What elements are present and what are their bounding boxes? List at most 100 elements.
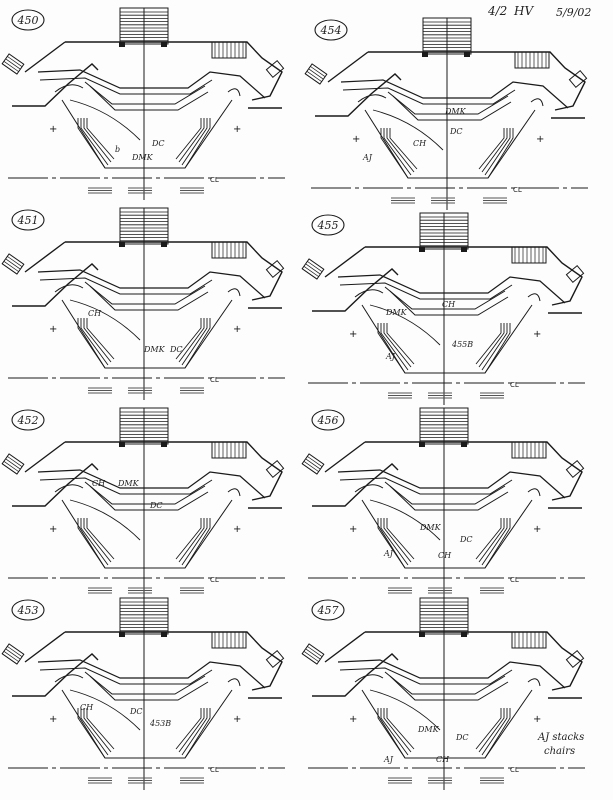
- cue-number: 452: [17, 414, 39, 427]
- blocking-note: CH: [442, 300, 456, 309]
- upper-platform: [65, 631, 283, 691]
- rake-right-band: [481, 708, 508, 756]
- stage-left-edge: [12, 653, 99, 697]
- stair-far-right: [565, 459, 585, 479]
- pit-outline: [61, 299, 233, 369]
- stair-tread: [5, 648, 21, 660]
- column-left: [119, 632, 125, 637]
- rake-right-band: [484, 518, 511, 569]
- rake-right-band: [487, 128, 514, 179]
- upper-platform: [65, 41, 283, 101]
- stair-tread: [3, 461, 19, 472]
- lower-band: [384, 671, 506, 695]
- blocking-note: DMK: [143, 345, 166, 354]
- rake-left-band: [86, 318, 115, 360]
- lower-band: [84, 81, 206, 105]
- stair-stage-right: [514, 51, 550, 69]
- stair-tread: [307, 456, 323, 467]
- stair-tread: [301, 653, 318, 665]
- upper-platform: [365, 631, 583, 691]
- column-left: [119, 42, 125, 47]
- stair-tread: [301, 463, 318, 475]
- rake-right-band: [181, 708, 208, 756]
- lower-band-inner: [89, 85, 209, 111]
- rake-left-band: [86, 118, 115, 160]
- upper-band-inner: [39, 277, 213, 295]
- stair-tread: [1, 463, 18, 475]
- blocking-note: DMK: [385, 308, 408, 317]
- stair-tread: [303, 266, 319, 277]
- plus-marker-right: +: [533, 714, 541, 725]
- stair-far-right: [265, 59, 285, 79]
- rake-right-band: [478, 323, 505, 368]
- rake-right-band: [184, 318, 211, 369]
- rake-left-band: [389, 128, 418, 170]
- left-ramp: [24, 441, 66, 473]
- rake-left-band: [380, 518, 409, 566]
- cue-number: 456: [317, 414, 339, 427]
- left-ramp: [327, 51, 369, 83]
- stair-tread: [307, 646, 323, 657]
- rake-left-band: [383, 708, 412, 753]
- stair-far-right: [265, 259, 285, 279]
- column-right: [161, 42, 167, 47]
- rake-right-band: [478, 128, 505, 170]
- rake-left-band: [386, 708, 415, 750]
- stair-tread: [303, 461, 319, 472]
- lower-band-inner: [389, 675, 509, 701]
- door-swing-right: [527, 678, 541, 687]
- column-right: [161, 632, 167, 637]
- stair-stage-right: [511, 631, 547, 649]
- rake-left-band: [383, 128, 412, 176]
- stair-far-right: [568, 69, 588, 89]
- centerline-label: CL: [510, 381, 519, 389]
- rake-left-band: [83, 118, 112, 163]
- upper-platform: [368, 51, 586, 111]
- plus-marker-left: +: [49, 124, 57, 135]
- column-left: [119, 242, 125, 247]
- stair-tread: [7, 456, 23, 467]
- rake-left-band: [80, 318, 109, 366]
- blocking-note: DC: [459, 535, 473, 544]
- pit-outline: [61, 689, 233, 759]
- door-swing-right: [527, 293, 541, 302]
- blocking-note: DMK: [419, 523, 442, 532]
- stage-left-edge: [12, 263, 99, 307]
- rake-right-band: [475, 518, 502, 560]
- stair-tread: [1, 263, 18, 275]
- blocking-note: DMK: [131, 153, 154, 162]
- blocking-note: DMK: [444, 107, 467, 116]
- upper-band: [37, 469, 266, 499]
- stair-tread: [305, 648, 321, 660]
- cue-number: 455: [317, 219, 339, 232]
- rake-right-band: [481, 128, 508, 173]
- rake-left-band: [383, 323, 412, 368]
- rake-right-band: [481, 518, 508, 566]
- blocking-note: AJ: [362, 153, 373, 162]
- upper-band-inner: [339, 477, 513, 495]
- lower-band: [84, 671, 206, 695]
- cue-number: 453: [17, 604, 39, 617]
- stair-tread: [308, 68, 324, 80]
- rake-right-band: [475, 708, 502, 750]
- plus-marker-right: +: [536, 134, 544, 145]
- blocking-note: DC: [149, 501, 163, 510]
- upper-band-inner: [339, 282, 513, 300]
- rake-right-band: [478, 708, 505, 753]
- upper-band: [337, 659, 566, 689]
- left-ramp: [24, 41, 66, 73]
- cue-circle: [311, 214, 345, 236]
- door-swing-left: [354, 674, 384, 683]
- left-ramp: [324, 246, 366, 278]
- lower-band-inner: [389, 290, 509, 316]
- movement-arrow: [69, 99, 141, 141]
- door-swing-right: [227, 288, 241, 297]
- rake-left-band: [386, 518, 415, 560]
